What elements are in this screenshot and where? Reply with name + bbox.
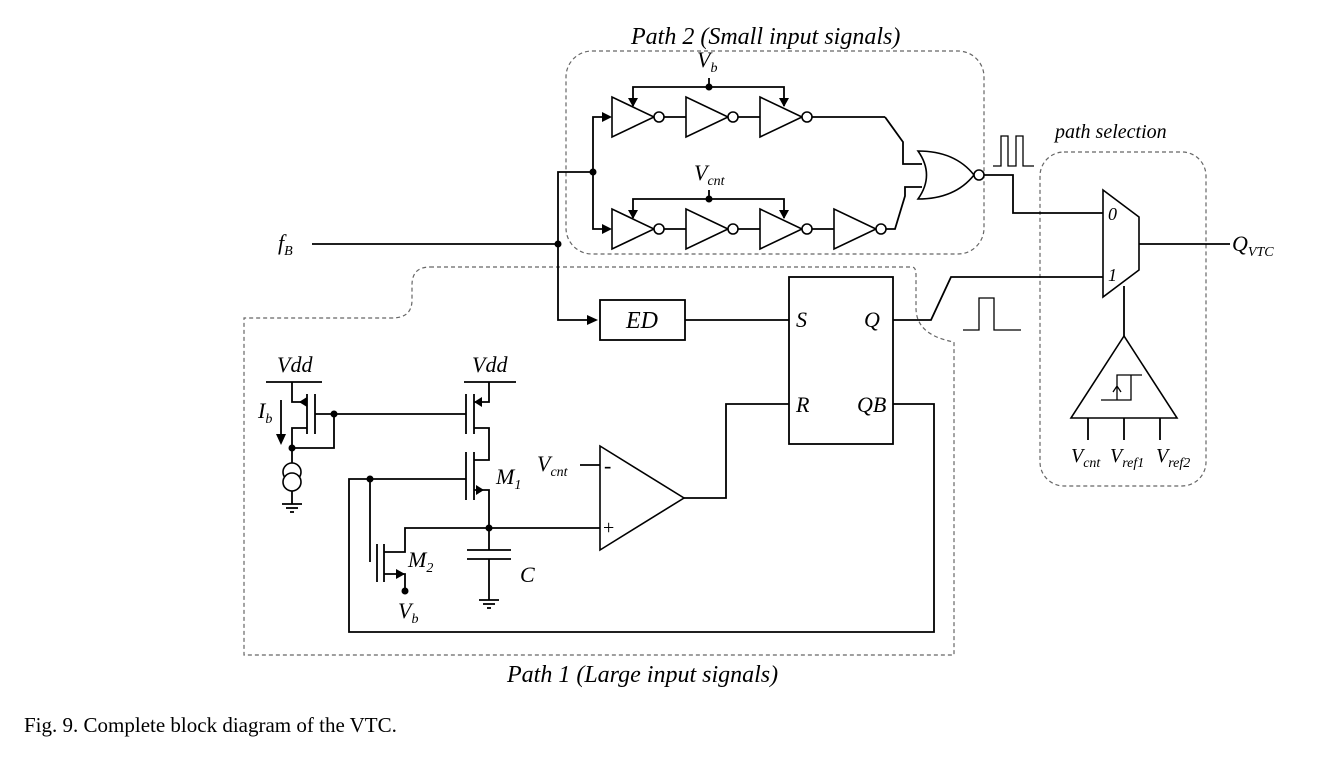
Vb-bottom-label: Vb [398,598,418,627]
capacitor-C [467,528,511,609]
comp-to-R-wire [684,403,789,499]
inverter [759,95,804,139]
schmitt-Vref2-label: Vref2 [1156,445,1190,471]
arrow-head [587,315,598,325]
fB-label: fB [278,230,293,259]
latch-S-label: S [796,307,807,332]
inverter [685,95,730,139]
comparator [599,444,686,552]
path-selection-title: path selection [1053,121,1167,143]
arrow-head [602,112,612,122]
ED-label: ED [625,308,658,334]
path2-title: Path 2 (Small input signals) [630,24,900,50]
Vcnt-top-label: Vcnt [694,160,726,189]
arrow-head [602,224,612,234]
path2-region [565,50,985,255]
Vdd-left-label: Vdd [277,352,313,377]
M1-label: M1 [495,464,521,493]
nor-gate [916,150,985,200]
Vdd-right-label: Vdd [472,352,508,377]
hysteresis-icon [1101,374,1142,401]
path-select-mux [1102,188,1140,299]
path2-upper-input-wire [592,116,610,172]
figure-caption: Fig. 9. Complete block diagram of the VT… [24,713,397,737]
lower-inverter-chain [611,186,922,251]
M2-label: M2 [407,547,433,576]
path2-lower-input-wire [592,172,610,230]
sr-latch [788,276,894,445]
inverter-bubble [727,223,739,235]
pmos-left [288,382,338,452]
fB-to-path2-wire [557,171,593,244]
single-pulse-waveform [963,297,1021,331]
schmitt-Vref1-label: Vref1 [1110,445,1144,471]
upper-inverter-chain [611,78,922,165]
nor-output-wire [984,174,1103,214]
inverter-bubble [653,111,665,123]
comp-Vcnt-label: Vcnt [537,451,569,480]
C-label: C [520,562,535,587]
ED-block [599,299,686,341]
inverter [685,207,730,251]
QB-feedback-wire [348,403,935,633]
mux-input-1: 1 [1108,265,1117,285]
inverter [833,207,878,251]
path1-title: Path 1 (Large input signals) [506,662,778,688]
comp-plus: + [603,517,614,539]
path-selection-region [1039,151,1207,487]
nor-bubble [973,169,985,181]
inverter-bubble [801,111,813,123]
inverter [759,207,804,251]
latch-R-label: R [795,392,810,417]
nmos-M2 [369,479,489,595]
schmitt-Vcnt-label: Vcnt [1071,445,1101,471]
current-source [282,448,302,513]
mux-input-0: 0 [1108,204,1117,224]
QVTC-label: QVTC [1232,231,1274,260]
comp-minus: - [604,453,611,478]
inverter-bubble [727,111,739,123]
pmos-right [465,382,490,446]
inverter-bubble [875,223,887,235]
latch-Q-label: Q [864,307,880,332]
Ib-label: Ib [257,398,272,427]
pulse-train-waveform [993,135,1034,167]
inverter-bubble [653,223,665,235]
Vb-label: Vb [697,47,717,76]
path1-region [243,266,955,656]
inverter-bubble [801,223,813,235]
nmos-M1 [370,446,490,528]
latch-QB-label: QB [857,392,886,417]
schmitt-comparator [1069,334,1179,419]
Q-to-mux-wire [893,276,1103,321]
fB-to-ED-wire [557,244,596,321]
